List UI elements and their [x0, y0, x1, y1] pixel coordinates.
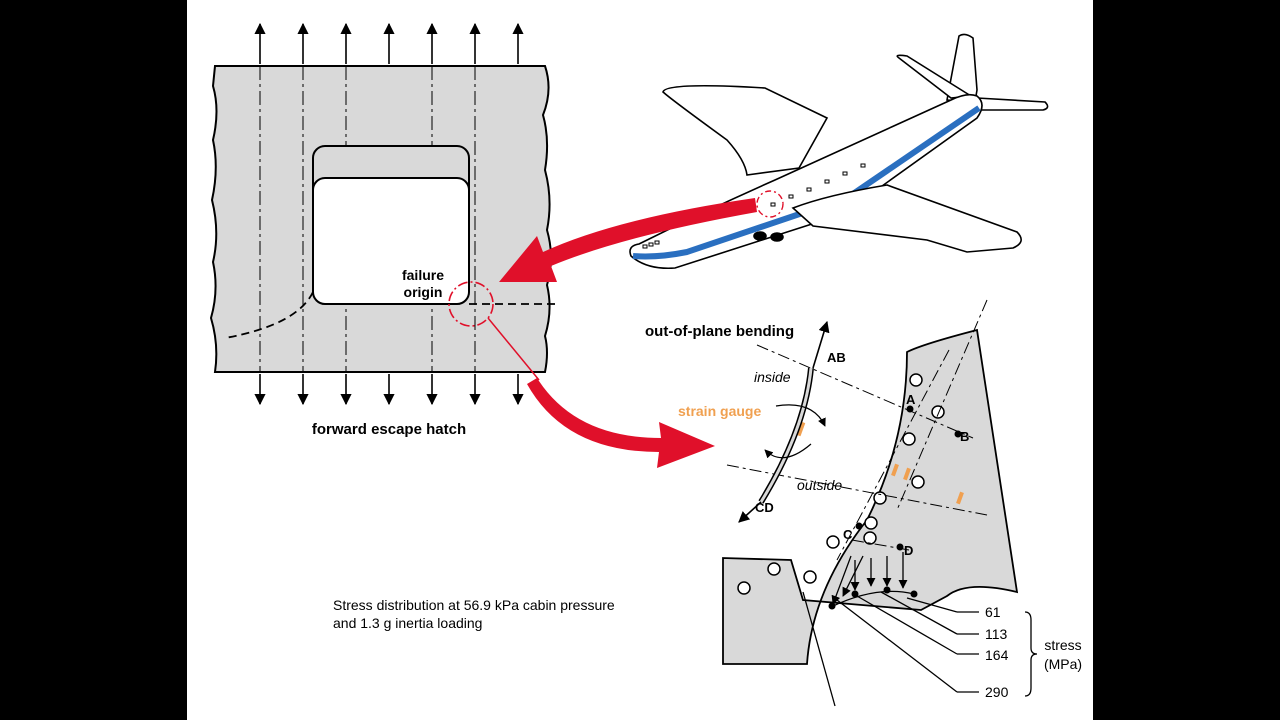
- stress-unit-label: (MPa): [1044, 656, 1082, 672]
- escape-hatch-opening: [312, 145, 470, 305]
- strain-gauges: [796, 421, 964, 505]
- fuselage: [629, 93, 983, 270]
- cd-label: CD: [755, 500, 774, 515]
- far-wing: [662, 84, 829, 176]
- zoom-arrow-hatch-to-detail: [527, 378, 715, 468]
- stress-distribution: [802, 552, 979, 707]
- rivets: [737, 373, 945, 595]
- cheatline-stripe: [632, 105, 981, 260]
- inside-label: inside: [754, 369, 791, 385]
- caption-line-1: Stress distribution at 56.9 kPa cabin pr…: [333, 597, 615, 613]
- tension-arrows: [254, 22, 524, 406]
- stress-points: [828, 586, 918, 610]
- failure-origin-marker: [448, 281, 494, 327]
- bending-skin-section: [738, 320, 830, 523]
- bending-title: out-of-plane bending: [645, 323, 794, 340]
- stress-value-164: 164: [985, 647, 1009, 663]
- near-wing: [791, 184, 1022, 253]
- failure-origin-label-1: failure: [402, 267, 444, 283]
- point-c-label: C: [843, 527, 853, 542]
- stress-value-61: 61: [985, 604, 1001, 620]
- zoom-arrow-plane-to-hatch: [499, 198, 757, 282]
- stress-brace: [1024, 611, 1038, 697]
- outside-label: outside: [797, 477, 842, 493]
- comet-airliner: [629, 33, 1049, 270]
- stress-value-113: 113: [985, 626, 1008, 642]
- plane-detail-marker: [756, 190, 784, 218]
- failure-origin-label-2: origin: [404, 284, 443, 300]
- comet-failure-diagram: failure origin forward escape hatch: [209, 22, 1082, 707]
- point-d-label: D: [904, 543, 913, 558]
- diagram-canvas: failure origin forward escape hatch: [187, 0, 1093, 720]
- zoom-leader-line: [487, 317, 540, 381]
- hatch-caption: forward escape hatch: [312, 421, 466, 438]
- tail-stabiliser: [896, 54, 974, 99]
- caption-line-2: and 1.3 g inertia loading: [333, 615, 482, 631]
- strain-gauge-label: strain gauge: [678, 403, 761, 419]
- stress-value-290: 290: [985, 684, 1009, 700]
- crack-path: [224, 291, 559, 339]
- point-b-label: B: [960, 429, 969, 444]
- point-a-label: A: [906, 392, 916, 407]
- measuring-points: [855, 405, 962, 551]
- stress-label: stress: [1044, 637, 1081, 653]
- ab-label: AB: [827, 350, 846, 365]
